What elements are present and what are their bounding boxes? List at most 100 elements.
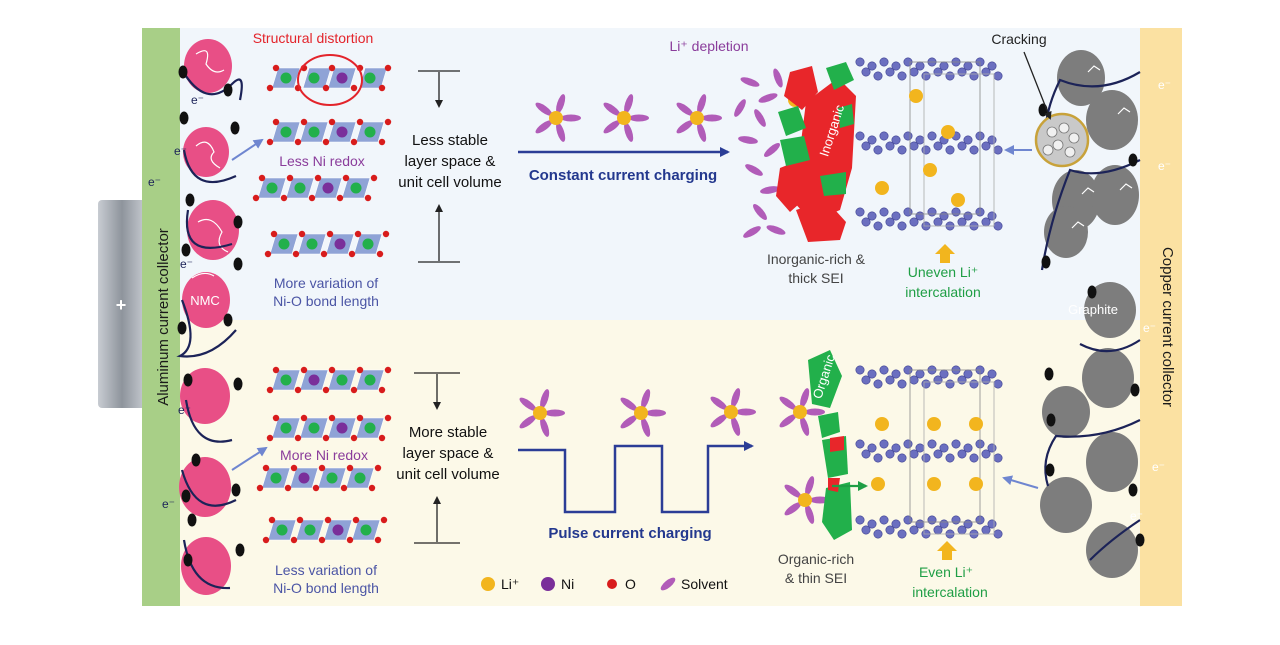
oxygen-atom <box>356 366 364 374</box>
solvent-molecule <box>556 122 566 142</box>
oxygen-atom <box>266 84 274 92</box>
carbon-atom <box>879 439 889 449</box>
top-stability-line2: layer space & <box>405 153 496 170</box>
conductive-carbon <box>1130 383 1140 397</box>
free-solvent-molecules <box>734 68 786 238</box>
carbon-atom <box>897 145 907 155</box>
solvent-molecule <box>641 389 651 409</box>
oxygen-atom <box>266 138 274 146</box>
oxygen-atom <box>322 386 330 394</box>
carbon-atom <box>891 61 901 71</box>
carbon-atom <box>957 67 967 77</box>
solvent-molecule <box>620 415 638 429</box>
graphite-particle <box>1086 432 1138 492</box>
oxygen-atom <box>262 536 270 544</box>
electron-label: e⁻ <box>1152 460 1165 474</box>
solvent-molecule <box>702 114 722 122</box>
solvent-molecule <box>556 94 566 114</box>
solvent-molecule <box>784 484 802 498</box>
pulse-current-label: Pulse current charging <box>548 525 711 542</box>
solvent-molecule <box>754 109 766 127</box>
solvent-molecule <box>710 396 728 410</box>
oxygen-atom <box>364 194 372 202</box>
lattice-atom <box>280 126 292 138</box>
carbon-atom <box>897 529 907 539</box>
carbon-atom <box>855 365 865 375</box>
electron-label: e⁻ <box>178 403 191 417</box>
conductive-carbon <box>231 483 241 497</box>
carbon-atom <box>873 221 883 231</box>
carbon-atom <box>867 61 877 71</box>
graphite-mark <box>1117 107 1131 115</box>
binder-strand <box>176 299 237 358</box>
intercalated-lithium <box>969 417 983 431</box>
oxygen-atom <box>328 366 336 374</box>
intercalated-lithium <box>927 477 941 491</box>
oxygen-atom <box>294 434 302 442</box>
lattice-atom <box>278 238 290 250</box>
top-intercalation-line1: Uneven Li⁺ <box>908 264 978 280</box>
lattice-atom <box>294 182 306 194</box>
binder-strand <box>182 539 231 590</box>
oxygen-atom <box>286 174 294 182</box>
oxygen-atom <box>318 536 326 544</box>
carbon-atom <box>963 443 973 453</box>
carbon-atom <box>897 71 907 81</box>
graphite-particle <box>1086 522 1138 578</box>
carbon-atom <box>909 525 919 535</box>
conductive-carbon <box>1046 413 1056 427</box>
solvent-molecule <box>676 120 694 134</box>
carbon-atom <box>993 379 1003 389</box>
carbon-atom <box>885 449 895 459</box>
lithium-ion <box>617 111 631 125</box>
oxygen-atom <box>298 230 306 238</box>
oxygen-atom <box>352 516 360 524</box>
intercalated-lithium <box>909 89 923 103</box>
ion-flow-arrows <box>231 138 1039 489</box>
positive-terminal-sign: + <box>116 295 127 315</box>
oxygen-atom <box>328 414 336 422</box>
carbon-atom <box>927 515 937 525</box>
carbon-atom <box>909 449 919 459</box>
nmc-particle <box>179 457 231 517</box>
oxygen-atom <box>318 464 326 472</box>
carbon-atom <box>987 61 997 71</box>
solvent-molecule <box>779 396 797 410</box>
carbon-atom <box>957 141 967 151</box>
carbon-atom <box>903 515 913 525</box>
cracked-graphite-particle <box>1034 112 1090 168</box>
solvent-molecule <box>731 416 741 436</box>
oxygen-atom <box>266 434 274 442</box>
oxygen-atom <box>356 118 364 126</box>
oxygen-atom <box>368 484 376 492</box>
binder-strand <box>182 149 237 184</box>
nickel-atom <box>298 472 310 484</box>
bottom-stability-line3: unit cell volume <box>396 466 499 483</box>
lattice-atom <box>364 374 376 386</box>
carbon-atom <box>867 369 877 379</box>
graphite-mark <box>1087 65 1101 73</box>
conductive-carbon <box>1128 483 1138 497</box>
carbon-atom <box>897 221 907 231</box>
oxygen-atom <box>322 84 330 92</box>
carbon-atom <box>969 379 979 389</box>
oxygen-atom <box>314 174 322 182</box>
carbon-atom <box>873 529 883 539</box>
oxygen-atom <box>296 516 304 524</box>
cracking-pointer <box>1023 51 1052 120</box>
carbon-atom <box>993 221 1003 231</box>
electron-label: e⁻ <box>148 175 161 189</box>
carbon-atom <box>981 217 991 227</box>
aluminum-current-collector <box>142 28 180 606</box>
oxygen-atom <box>384 118 392 126</box>
carbon-atom <box>897 379 907 389</box>
lithium-ion <box>793 405 807 419</box>
top-stability-line3: unit cell volume <box>398 174 501 191</box>
oxygen-atom <box>378 138 386 146</box>
copper-collector-label: Copper current collector <box>1159 247 1176 407</box>
lattice-atom <box>304 524 316 536</box>
conductive-carbon <box>183 373 193 387</box>
cracking-label: Cracking <box>991 31 1046 47</box>
particle-crack <box>195 141 221 169</box>
